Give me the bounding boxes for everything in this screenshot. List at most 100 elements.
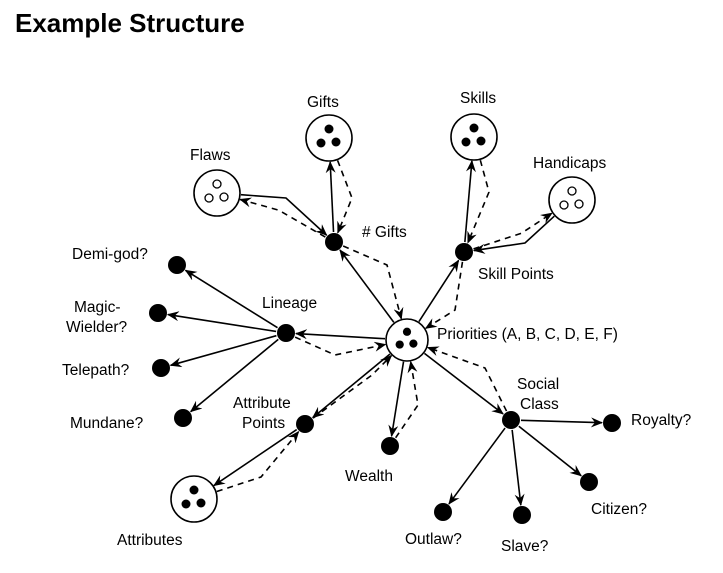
node-mundane <box>174 409 192 427</box>
hollow-member-dot-icon <box>574 199 584 209</box>
edge-num-gifts-to-flaws-dashed <box>239 197 326 238</box>
edge-gifts-to-num-gifts-dashed <box>336 160 353 234</box>
edge-attribute-points-to-priorities-dashed <box>312 354 393 419</box>
edge-social-class-to-royalty <box>520 417 604 428</box>
node-label-outlaw: Outlaw? <box>405 531 462 548</box>
edge-handicaps-to-skill-points <box>472 215 555 254</box>
node-citizen <box>580 473 598 491</box>
node-label-priorities: Priorities (A, B, C, D, E, F) <box>437 326 618 343</box>
hollow-member-dot-icon <box>219 192 229 202</box>
node-label-skill-points: Skill Points <box>478 266 554 283</box>
filled-member-dot-icon <box>189 485 199 495</box>
edge-attributes-to-attribute-points-dashed <box>216 430 300 493</box>
group-circle-icon <box>170 475 218 523</box>
node-gifts <box>305 114 353 162</box>
node-magic-wielder <box>149 304 167 322</box>
page-title: Example Structure <box>15 8 245 38</box>
hollow-member-dot-icon <box>212 179 222 189</box>
node-wealth <box>381 437 399 455</box>
node-skill-points <box>455 243 473 261</box>
node-dot-icon <box>580 473 598 491</box>
edge-lineage-to-priorities-dashed <box>294 336 387 356</box>
node-label-social-class: Class <box>520 396 559 413</box>
filled-member-dot-icon <box>395 340 404 349</box>
edge-priorities-to-skill-points <box>418 259 460 322</box>
node-priorities <box>385 318 429 362</box>
filled-member-dot-icon <box>324 124 334 134</box>
edge-priorities-to-attribute-points <box>311 353 391 419</box>
node-slave <box>513 506 531 524</box>
edge-skill-points-to-skills <box>464 159 476 243</box>
node-label-magic-wielder: Magic- <box>74 299 121 316</box>
node-attribute-points <box>296 415 314 433</box>
node-label-citizen: Citizen? <box>591 501 647 518</box>
node-label-attribute-points: Points <box>242 415 285 432</box>
edge-lineage-to-demi-god <box>184 269 278 329</box>
node-label-magic-wielder: Wielder? <box>66 319 128 336</box>
node-dot-icon <box>152 359 170 377</box>
node-dot-icon <box>603 414 621 432</box>
edge-num-gifts-to-priorities-dashed <box>342 245 404 320</box>
node-dot-icon <box>434 503 452 521</box>
hollow-member-dot-icon <box>567 186 577 196</box>
group-circle-icon <box>385 318 429 362</box>
hollow-member-dot-icon <box>559 200 569 210</box>
node-label-num-gifts: # Gifts <box>362 224 407 241</box>
edge-lineage-to-telepath <box>169 334 277 368</box>
node-dot-icon <box>149 304 167 322</box>
edge-social-class-to-citizen <box>518 425 582 477</box>
node-label-slave: Slave? <box>501 538 549 555</box>
node-lineage <box>277 324 295 342</box>
edge-social-class-to-slave <box>511 429 525 507</box>
node-dot-icon <box>174 409 192 427</box>
node-attributes <box>170 475 218 523</box>
node-label-attributes: Attributes <box>117 532 183 549</box>
edge-social-class-to-outlaw <box>448 427 506 505</box>
node-dot-icon <box>277 324 295 342</box>
node-label-gifts: Gifts <box>307 94 339 111</box>
node-royalty <box>603 414 621 432</box>
edge-priorities-to-lineage <box>294 329 386 340</box>
node-dot-icon <box>296 415 314 433</box>
edge-lineage-to-magic-wielder <box>166 311 277 333</box>
node-telepath <box>152 359 170 377</box>
node-outlaw <box>434 503 452 521</box>
node-label-wealth: Wealth <box>345 468 393 485</box>
node-flaws <box>193 169 241 217</box>
edges-layer <box>166 159 604 507</box>
node-dot-icon <box>325 233 343 251</box>
filled-member-dot-icon <box>476 136 486 146</box>
edge-skills-to-skill-points-dashed <box>467 159 490 244</box>
filled-member-dot-icon <box>469 123 479 133</box>
group-circle-icon <box>450 113 498 161</box>
filled-member-dot-icon <box>196 498 206 508</box>
edge-num-gifts-to-gifts <box>325 160 336 233</box>
node-dot-icon <box>502 411 520 429</box>
node-handicaps <box>548 176 596 224</box>
node-social-class <box>502 411 520 429</box>
node-label-royalty: Royalty? <box>631 412 692 429</box>
edge-priorities-to-social-class <box>423 352 504 415</box>
node-num-gifts <box>325 233 343 251</box>
node-label-social-class: Social <box>517 376 559 393</box>
edge-skill-points-to-handicaps-dashed <box>473 212 553 250</box>
filled-member-dot-icon <box>461 137 471 147</box>
node-dot-icon <box>455 243 473 261</box>
node-demi-god <box>168 256 186 274</box>
node-label-lineage: Lineage <box>262 295 317 312</box>
node-label-telepath: Telepath? <box>62 362 130 379</box>
edge-social-class-to-priorities-dashed <box>426 346 508 412</box>
node-dot-icon <box>168 256 186 274</box>
edge-priorities-to-wealth <box>388 361 405 438</box>
edge-lineage-to-mundane <box>189 338 279 413</box>
filled-member-dot-icon <box>409 339 418 348</box>
edge-skill-points-to-priorities-dashed <box>424 261 464 330</box>
node-label-skills: Skills <box>460 90 496 107</box>
group-circle-icon <box>548 176 596 224</box>
node-label-flaws: Flaws <box>190 147 231 164</box>
filled-member-dot-icon <box>331 137 341 147</box>
node-dot-icon <box>513 506 531 524</box>
node-label-attribute-points: Attribute <box>233 395 291 412</box>
edge-wealth-to-priorities-dashed <box>394 360 419 439</box>
